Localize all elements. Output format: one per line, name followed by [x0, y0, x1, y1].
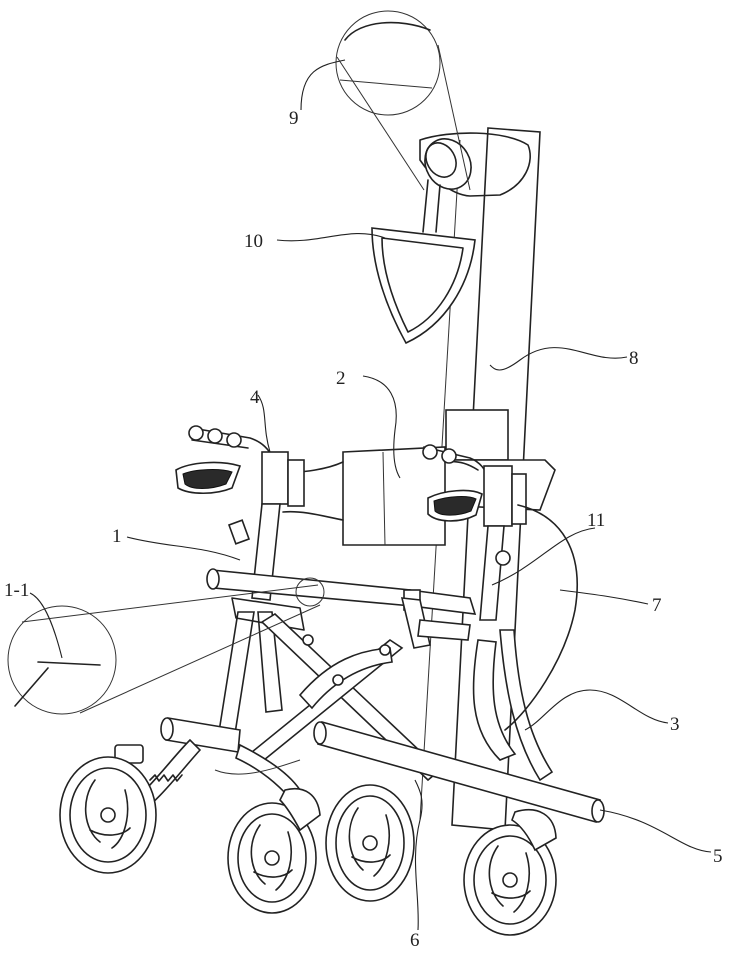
label-1: 1: [112, 526, 122, 547]
label-3: 3: [670, 714, 680, 735]
label-9: 9: [289, 108, 299, 129]
label-4: 4: [250, 387, 260, 408]
label-5: 5: [713, 846, 723, 867]
wheel-front-left: [60, 757, 156, 873]
wheel-rear-left: [326, 785, 414, 901]
label-11: 11: [587, 510, 605, 531]
label-6: 6: [410, 930, 420, 951]
shield-plate: [372, 228, 475, 343]
label-8: 8: [629, 348, 639, 369]
label-7: 7: [652, 595, 662, 616]
wheel-front-right: [228, 789, 320, 913]
label-1-1: 1-1: [4, 580, 29, 601]
label-2: 2: [336, 368, 346, 389]
wheel-rear-right: [464, 810, 556, 935]
label-10: 10: [244, 231, 263, 252]
left-handle: [176, 426, 304, 506]
